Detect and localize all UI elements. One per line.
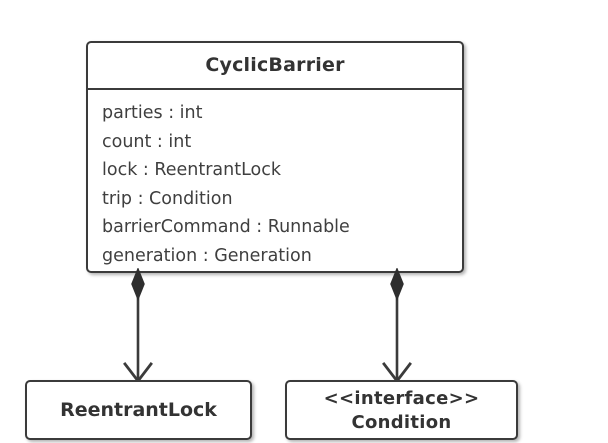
composition-connector-condition-graphic — [382, 268, 412, 384]
attribute-compartment: parties : int count : int lock : Reentra… — [88, 90, 462, 271]
attribute-row: barrierCommand : Runnable — [102, 217, 350, 238]
composition-connector-reentrantlock-graphic — [123, 268, 153, 384]
class-name-cyclicbarrier: CyclicBarrier — [88, 43, 462, 90]
class-box-condition[interactable]: <<interface>> Condition — [285, 380, 518, 440]
composition-connector-condition — [377, 268, 417, 384]
attribute-row: generation : Generation — [102, 245, 312, 266]
composition-connector-reentrantlock — [118, 268, 158, 384]
attribute-row: parties : int — [102, 103, 203, 123]
attribute-row: trip : Condition — [102, 188, 233, 209]
filled-diamond-icon — [131, 268, 145, 302]
attribute-row: count : int — [102, 131, 192, 152]
interface-label-stack: <<interface>> Condition — [287, 382, 516, 435]
filled-diamond-icon — [390, 268, 404, 302]
class-box-reentrantlock[interactable]: ReentrantLock — [25, 380, 252, 440]
attribute-row: lock : ReentrantLock — [102, 160, 281, 181]
class-name-reentrantlock: ReentrantLock — [60, 399, 217, 421]
stereotype-interface: <<interface>> — [323, 388, 480, 409]
class-box-cyclicbarrier[interactable]: CyclicBarrier parties : int count : int … — [86, 41, 464, 273]
class-name-condition: Condition — [351, 412, 452, 433]
